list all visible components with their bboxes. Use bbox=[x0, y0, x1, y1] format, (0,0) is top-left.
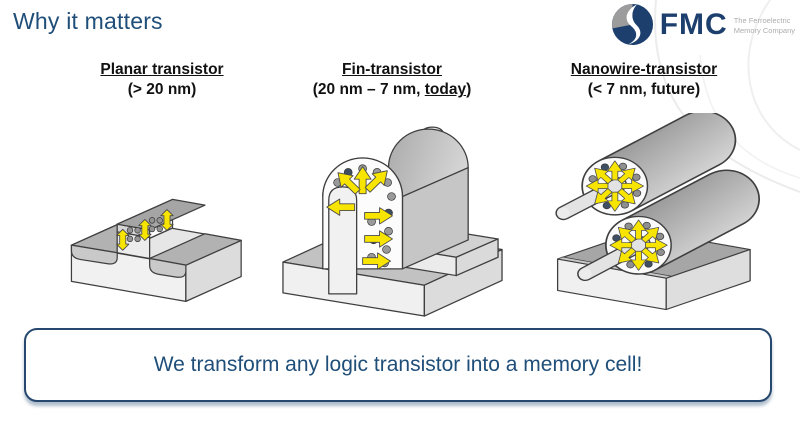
planar-figure-subtitle: (> 20 nm) bbox=[127, 81, 197, 99]
fin-channel bbox=[328, 186, 358, 295]
nanowire-polarization-arrows bbox=[585, 160, 668, 271]
fmc-logo: FMC The Ferroelectric Memory Company bbox=[610, 2, 795, 47]
fmc-logo-mark-icon bbox=[611, 3, 653, 46]
nanowire-figure-subtitle: (< 7 nm, future) bbox=[587, 81, 701, 99]
figure-planar-transistor: Planar transistor (> 20 nm) bbox=[48, 60, 276, 309]
fin-figure-subtitle: (20 nm – 7 nm, today) bbox=[312, 81, 472, 99]
banner-text: We transform any logic transistor into a… bbox=[153, 353, 643, 376]
fin-polarization-arrows bbox=[326, 166, 393, 270]
fmc-tagline-line2: Memory Company bbox=[733, 25, 795, 35]
figure-nanowire-transistor: Nanowire-transistor (< 7 nm, future) bbox=[520, 60, 768, 313]
nanowire-figure-title: Nanowire-transistor bbox=[570, 61, 718, 78]
fmc-logo-tagline: The Ferroelectric Memory Company bbox=[734, 16, 795, 35]
fin-figure-title: Fin-transistor bbox=[342, 61, 442, 78]
planar-transistor-diagram bbox=[70, 198, 242, 303]
fmc-logo-brand: FMC bbox=[659, 7, 728, 41]
planar-dipole-dots bbox=[126, 217, 163, 243]
planar-figure-title: Planar transistor bbox=[100, 61, 224, 78]
fin-transistor-diagram bbox=[282, 126, 503, 317]
nanowire-transistor-diagram bbox=[555, 113, 760, 311]
planar-polarization-arrows bbox=[115, 209, 174, 251]
page-title: Why it matters bbox=[13, 8, 163, 34]
figure-fin-transistor: Fin-transistor (20 nm – 7 nm, today) bbox=[268, 60, 516, 317]
memory-cell-banner: We transform any logic transistor into a… bbox=[24, 328, 772, 402]
fmc-tagline-line1: The Ferroelectric bbox=[733, 16, 791, 26]
